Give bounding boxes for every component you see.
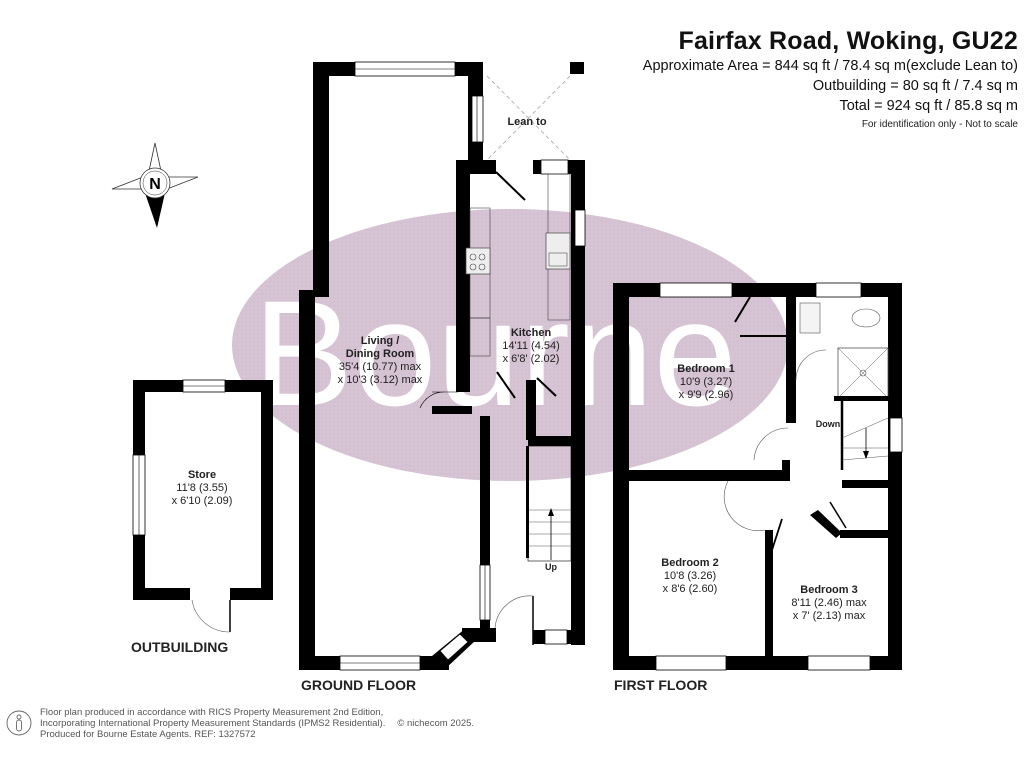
svg-text:Lean to: Lean to bbox=[507, 116, 546, 128]
svg-text:OUTBUILDING: OUTBUILDING bbox=[131, 639, 228, 655]
scale-disclaimer: For identification only - Not to scale bbox=[861, 119, 1018, 130]
svg-text:x 6'8' (2.02): x 6'8' (2.02) bbox=[503, 353, 560, 365]
svg-text:FIRST FLOOR: FIRST FLOOR bbox=[614, 677, 707, 693]
svg-text:10'9 (3.27): 10'9 (3.27) bbox=[680, 376, 732, 388]
footer-line-rics: Floor plan produced in accordance with R… bbox=[40, 707, 384, 718]
outbuilding-area: Outbuilding = 80 sq ft / 7.4 sq m bbox=[812, 78, 1018, 94]
svg-text:Store: Store bbox=[188, 469, 216, 481]
svg-text:Bedroom 1: Bedroom 1 bbox=[677, 363, 734, 375]
approximate-area: Approximate Area = 844 sq ft / 78.4 sq m… bbox=[642, 58, 1018, 74]
svg-text:N: N bbox=[149, 176, 161, 193]
svg-text:Bedroom 2: Bedroom 2 bbox=[661, 557, 718, 569]
footer-line-ipms: Incorporating International Property Mea… bbox=[40, 717, 475, 729]
north-arrow-compass-icon: N bbox=[111, 142, 199, 228]
svg-text:Kitchen: Kitchen bbox=[511, 327, 552, 339]
svg-text:35'4 (10.77) max: 35'4 (10.77) max bbox=[339, 361, 422, 373]
svg-text:8'11 (2.46) max: 8'11 (2.46) max bbox=[791, 597, 867, 609]
outbuilding-plan: Store 11'8 (3.55) x 6'10 (2.09) OUTBUILD… bbox=[131, 379, 273, 655]
svg-text:10'8 (3.26): 10'8 (3.26) bbox=[664, 570, 716, 582]
property-address-title: Fairfax Road, Woking, GU22 bbox=[678, 27, 1018, 55]
stairs-up: Up bbox=[526, 445, 572, 572]
footer-line-ref: Produced for Bourne Estate Agents. REF: … bbox=[40, 728, 256, 740]
svg-text:Bedroom 3: Bedroom 3 bbox=[800, 584, 857, 596]
svg-text:Down: Down bbox=[816, 419, 841, 429]
svg-text:x 10'3 (3.12) max: x 10'3 (3.12) max bbox=[338, 374, 423, 386]
ground-floor-plan: Lean to bbox=[299, 61, 586, 693]
watermark: Bourne bbox=[232, 209, 788, 481]
copyright: © nichecom 2025. bbox=[397, 717, 475, 729]
svg-text:Up: Up bbox=[545, 562, 557, 572]
svg-text:11'8 (3.55): 11'8 (3.55) bbox=[176, 482, 227, 494]
total-area: Total = 924 sq ft / 85.8 sq m bbox=[839, 98, 1018, 114]
first-floor-plan: Down Bedroom 1 10'9 (3.27) x 9'9 (2.96) … bbox=[613, 282, 903, 693]
svg-text:Living /: Living / bbox=[361, 335, 400, 347]
svg-text:x 6'10 (2.09): x 6'10 (2.09) bbox=[172, 495, 233, 507]
svg-text:x 7' (2.13) max: x 7' (2.13) max bbox=[793, 610, 866, 622]
stairs-down: Down bbox=[816, 401, 889, 470]
svg-text:x 8'6 (2.60): x 8'6 (2.60) bbox=[663, 583, 718, 595]
svg-text:GROUND FLOOR: GROUND FLOOR bbox=[301, 677, 416, 693]
footer-notes: Floor plan produced in accordance with R… bbox=[6, 707, 475, 740]
svg-text:Dining Room: Dining Room bbox=[346, 348, 415, 360]
svg-text:14'11 (4.54): 14'11 (4.54) bbox=[502, 340, 560, 352]
person-info-icon bbox=[6, 710, 32, 736]
svg-text:x 9'9 (2.96): x 9'9 (2.96) bbox=[679, 389, 734, 401]
property-header: Fairfax Road, Woking, GU22 Approximate A… bbox=[643, 26, 1018, 130]
